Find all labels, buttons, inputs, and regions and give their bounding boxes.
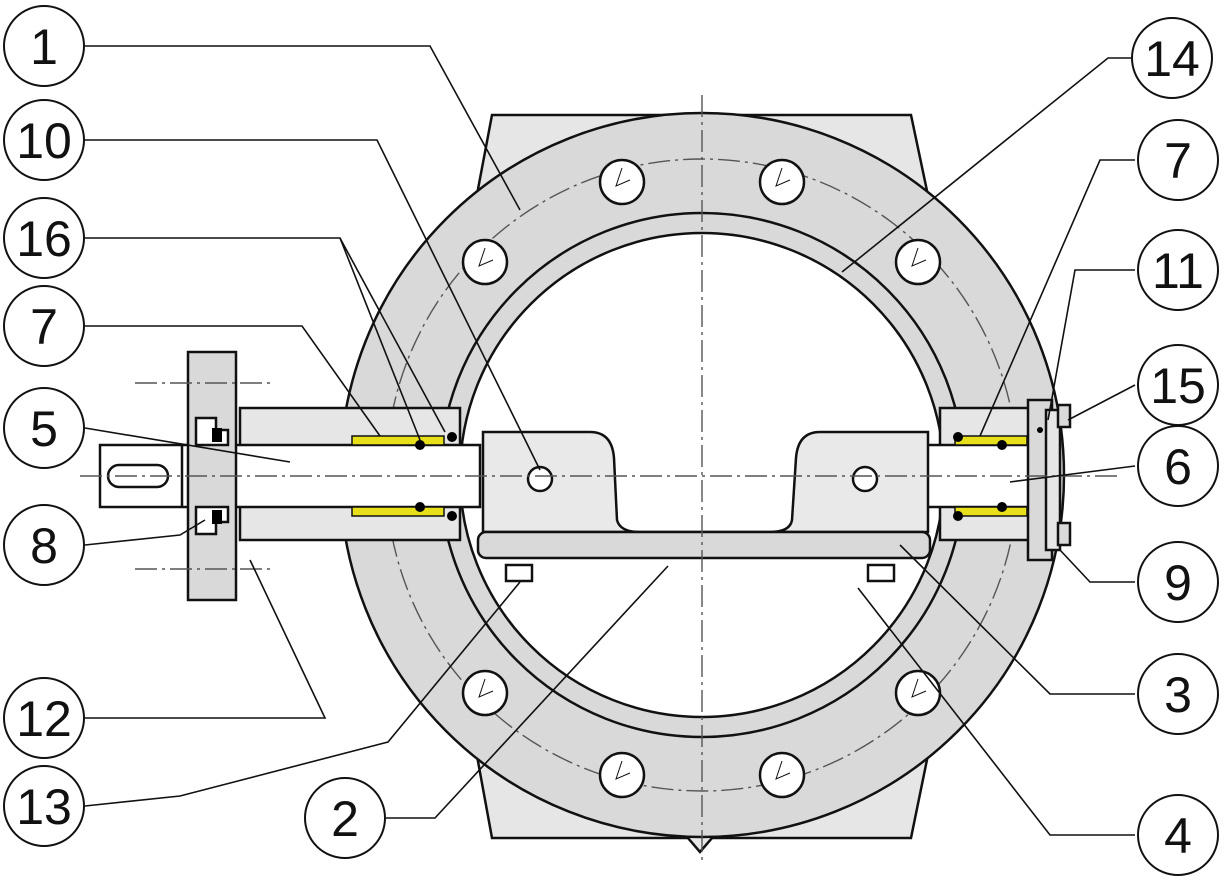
centerlines <box>80 95 1120 860</box>
balloon-label: 3 <box>1164 667 1192 723</box>
bushing-right-top <box>954 435 1028 446</box>
balloon-label: 12 <box>16 691 72 747</box>
balloon-circle <box>3 99 85 181</box>
balloon-circle <box>1137 653 1219 735</box>
bolt-hole <box>894 238 942 286</box>
o-rings <box>415 432 1007 521</box>
leader-14 <box>841 57 1135 273</box>
bushing-right-bottom <box>954 506 1028 517</box>
balloon-circle <box>3 197 85 279</box>
balloon-b5: 5 <box>3 387 85 469</box>
balloon-label: 15 <box>1150 358 1206 414</box>
balloon-circle <box>1137 794 1219 876</box>
balloon-label: 16 <box>16 211 72 267</box>
balloon-circle <box>3 677 85 759</box>
balloon-label: 6 <box>1164 439 1192 495</box>
balloon-label: 11 <box>1152 243 1204 299</box>
balloon-circle <box>3 765 85 847</box>
leader-3 <box>899 544 1135 695</box>
balloon-b11: 11 <box>1137 229 1219 311</box>
disc-pin-left <box>526 465 554 493</box>
balloon-circle <box>1137 229 1219 311</box>
balloon-label: 7 <box>30 299 58 355</box>
balloon-circle <box>3 285 85 367</box>
balloon-label: 14 <box>1144 31 1200 87</box>
balloon-label: 1 <box>30 19 58 75</box>
balloon-label: 2 <box>331 791 359 847</box>
balloon-b4: 4 <box>1137 794 1219 876</box>
balloon-label: 4 <box>1164 808 1192 864</box>
leader-12 <box>85 559 327 719</box>
bolt-hole <box>598 751 646 799</box>
balloon-label: 9 <box>1164 555 1192 611</box>
part-number-balloons: 1 10 16 7 5 8 12 13 2 14 7 11 15 6 9 3 4 <box>3 5 1219 876</box>
balloon-b7l: 7 <box>3 285 85 367</box>
bushing-left-bottom <box>351 506 445 517</box>
disc-bolt-left <box>504 563 534 583</box>
disc-bolt-right <box>866 563 896 583</box>
bolt-hole <box>461 669 509 717</box>
bolt-hole <box>461 238 509 286</box>
balloon-label: 13 <box>16 779 72 835</box>
leader-16b <box>339 237 421 441</box>
leader-15 <box>1067 384 1136 421</box>
leader-2 <box>380 565 669 819</box>
balloon-label: 8 <box>30 518 58 574</box>
bolt-hole <box>758 158 806 206</box>
balloon-b1: 1 <box>3 5 85 87</box>
leader-4 <box>857 587 1135 836</box>
balloon-b9: 9 <box>1137 541 1219 623</box>
balloon-circle <box>3 387 85 469</box>
balloon-circle <box>1137 541 1219 623</box>
leader-6 <box>1009 465 1136 483</box>
leader-5 <box>84 427 291 463</box>
balloon-label: 5 <box>30 401 58 457</box>
balloon-circle <box>1137 425 1219 507</box>
end-cover <box>1026 398 1072 562</box>
leader-10 <box>85 139 541 471</box>
bolt-hole <box>894 669 942 717</box>
balloon-circle <box>1137 119 1219 201</box>
balloon-circle <box>1131 17 1213 99</box>
balloon-circle <box>3 504 85 586</box>
balloon-circle <box>304 777 386 859</box>
balloon-b10: 10 <box>3 99 85 181</box>
balloon-b16: 16 <box>3 197 85 279</box>
balloon-b14: 14 <box>1131 17 1213 99</box>
balloon-b7r: 7 <box>1137 119 1219 201</box>
leader-1 <box>85 45 521 211</box>
leader-7r <box>979 159 1135 437</box>
balloon-b2: 2 <box>304 777 386 859</box>
balloon-label: 10 <box>16 113 72 169</box>
bushing-left-top <box>351 435 445 446</box>
bolt-hole <box>598 158 646 206</box>
leader-13 <box>84 581 521 807</box>
bolt-holes <box>461 158 942 799</box>
balloon-b6: 6 <box>1137 425 1219 507</box>
bolt-hole <box>758 751 806 799</box>
balloon-label: 7 <box>1164 133 1192 189</box>
balloon-b12: 12 <box>3 677 85 759</box>
leader-lines <box>84 45 1136 836</box>
leader-8 <box>84 519 206 546</box>
leader-9 <box>1059 549 1135 583</box>
balloon-b8: 8 <box>3 504 85 586</box>
leader-11 <box>1047 269 1135 421</box>
leader-7l <box>85 325 381 437</box>
balloon-b13: 13 <box>3 765 85 847</box>
balloon-b3: 3 <box>1137 653 1219 735</box>
balloon-b15: 15 <box>1137 344 1219 426</box>
disc-pin-right <box>851 465 879 493</box>
balloon-circle <box>3 5 85 87</box>
disc-plate <box>476 530 932 560</box>
